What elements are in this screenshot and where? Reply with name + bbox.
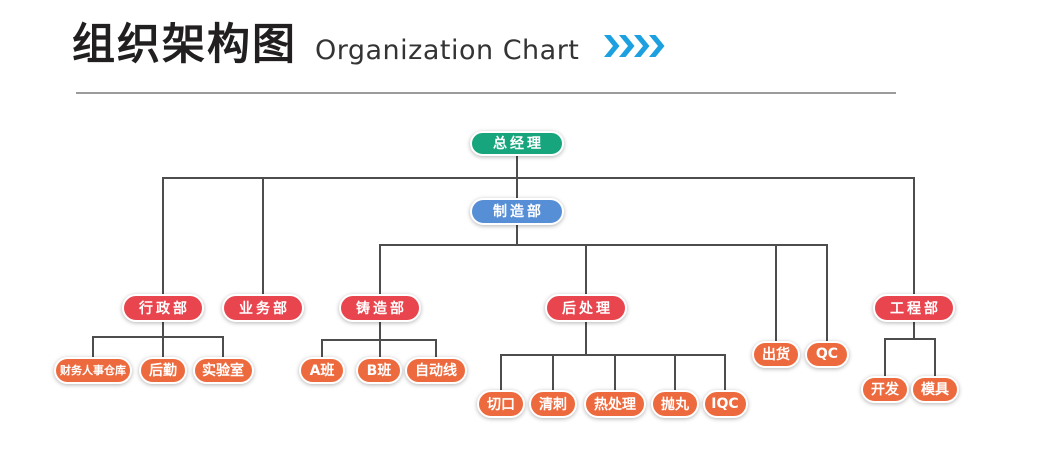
connector-line [92, 336, 94, 358]
connector-line [92, 336, 224, 338]
connector-line [585, 244, 587, 295]
connector-line [262, 177, 264, 295]
org-node-iqc: IQC [702, 390, 748, 418]
org-node-zidongxian: 自动线 [405, 356, 467, 384]
connector-line [552, 354, 554, 391]
connector-line [379, 244, 381, 295]
org-node-zhizaobu: 制造部 [470, 197, 564, 225]
org-node-yewubu: 业务部 [222, 294, 304, 322]
org-node-zongjingli: 总经理 [470, 130, 564, 156]
connector-line [162, 321, 164, 358]
connector-line [162, 177, 164, 295]
connector-line [674, 354, 676, 391]
org-node-moju: 模具 [911, 375, 959, 403]
connector-line [321, 339, 323, 358]
org-node-caiwurenshicangku: 财务人事仓库 [54, 356, 132, 384]
connector-line [614, 354, 616, 391]
page-title-zh: 组织架构图 [72, 20, 297, 70]
connector-line [162, 177, 915, 179]
connector-line [379, 321, 381, 358]
connector-line [585, 321, 587, 356]
page-title-en: Organization Chart [315, 35, 580, 66]
title-divider [76, 92, 896, 94]
connector-line [379, 244, 828, 246]
connector-line [724, 354, 726, 391]
org-node-aban: A班 [299, 356, 345, 384]
org-node-bban: B班 [356, 356, 402, 384]
org-node-kaifa: 开发 [861, 375, 909, 403]
connector-line [516, 155, 518, 199]
connector-line [826, 244, 828, 342]
connector-line [913, 177, 915, 295]
org-node-qingci: 清刺 [529, 390, 577, 418]
connector-line [884, 338, 936, 340]
org-node-houqin: 后勤 [139, 356, 187, 384]
page-header: 组织架构图 Organization Chart [72, 18, 665, 74]
connector-line [500, 354, 726, 356]
connector-line [222, 336, 224, 358]
org-node-shiyanshi: 实验室 [192, 356, 254, 384]
connector-line [435, 339, 437, 358]
org-node-qiekou: 切口 [477, 390, 525, 418]
chevrons-icon [603, 34, 665, 62]
connector-line [934, 338, 936, 377]
connector-line [775, 244, 777, 342]
connector-line [516, 224, 518, 246]
org-node-qc: QC [805, 340, 849, 368]
org-node-houchuli: 后处理 [545, 294, 627, 322]
org-node-zhuzaobu: 铸造部 [339, 294, 421, 322]
org-node-gongchengbu: 工程部 [873, 294, 955, 322]
org-node-xingzhengbu: 行政部 [122, 294, 204, 322]
org-node-chuhuo: 出货 [752, 340, 800, 368]
org-node-rechuli: 热处理 [584, 390, 646, 418]
connector-line [913, 321, 915, 340]
connector-line [884, 338, 886, 377]
org-node-paowan: 抛丸 [651, 390, 699, 418]
connector-line [500, 354, 502, 391]
